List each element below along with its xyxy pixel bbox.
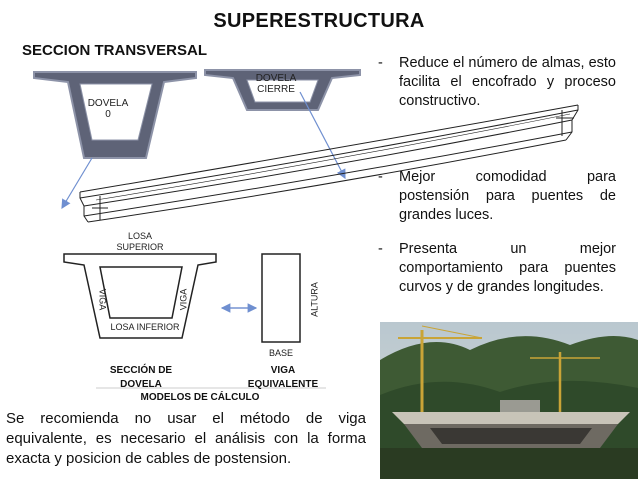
base-label: BASE [268, 348, 293, 358]
bullet-item-1: -Reduce el número de almas, esto facilit… [378, 55, 616, 109]
caption-modelos-calculo: MODELOS DE CÁLCULO [140, 392, 260, 403]
slide-title: SUPERESTRUCTURA [213, 10, 425, 32]
losa-inferior-label: LOSA INFERIOR [110, 322, 180, 332]
dovela-0-section [33, 71, 197, 159]
recommendation-note: Se recomienda no usar el método de viga … [6, 410, 366, 467]
model-box-section [63, 253, 217, 339]
equivalent-beam-rect [261, 253, 301, 343]
dovela-cierre-section [204, 69, 361, 111]
bullet-item-2: -Mejor comodidad para postensión para pu… [378, 169, 616, 223]
section-heading: SECCION TRANSVERSAL [22, 42, 208, 59]
bullet-item-3: -Presenta un mejor comportamiento para p… [378, 241, 616, 295]
pointer-arrow-dovela-0 [61, 157, 93, 210]
bridge-girder-drawing [79, 104, 579, 223]
